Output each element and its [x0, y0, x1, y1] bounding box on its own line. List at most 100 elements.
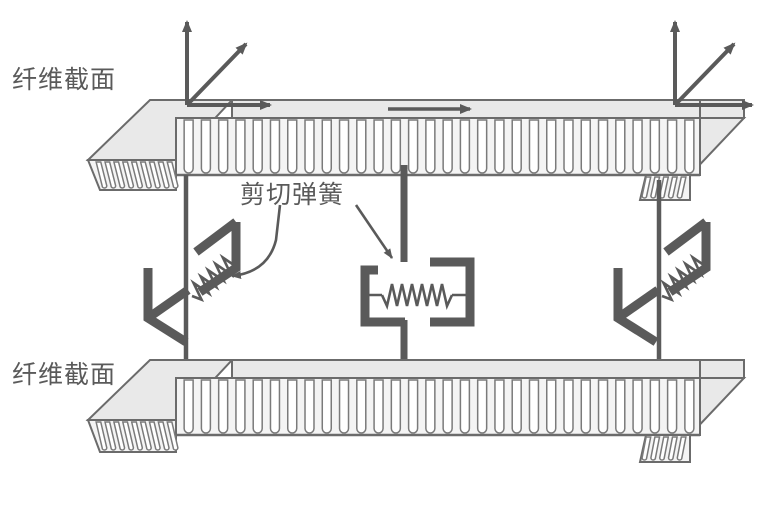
fiber-rib — [235, 119, 246, 174]
top-beam-fiber-ribs — [183, 119, 695, 174]
fiber-rib — [580, 119, 592, 174]
fiber-rib — [356, 379, 367, 434]
label-fiber-section-top: 纤维截面 — [12, 65, 117, 94]
fiber-rib — [104, 421, 117, 451]
bottom-beam-right-wing-ribs — [638, 434, 691, 463]
fiber-rib — [425, 119, 436, 174]
leader-to-left-spring — [231, 204, 282, 279]
fiber-rib — [104, 161, 117, 189]
right-shear-spring — [613, 218, 711, 346]
left-spring-lower-arm — [145, 286, 191, 322]
fiber-rib — [338, 379, 350, 434]
axes-top-right — [670, 20, 754, 110]
fiber-rib — [459, 119, 471, 174]
fiber-rib — [667, 176, 679, 199]
fiber-rib — [545, 119, 557, 174]
fiber-rib — [658, 436, 670, 461]
fiber-rib — [95, 161, 108, 189]
right-spring-upper-arm — [663, 218, 709, 256]
fiber-rib — [148, 161, 161, 189]
leader-lines — [231, 204, 394, 279]
axis-diagonal-icon — [673, 42, 736, 107]
fiber-rib — [442, 119, 453, 174]
fiber-rib — [390, 379, 402, 434]
fiber-rib — [321, 379, 333, 434]
fiber-rib — [597, 119, 609, 174]
fiber-rib — [95, 421, 108, 451]
fiber-rib — [112, 161, 126, 189]
fiber-rib — [252, 379, 263, 434]
fiber-rib — [157, 421, 170, 451]
fiber-rib — [286, 379, 298, 434]
fiber-rib — [139, 161, 152, 189]
fiber-rib — [407, 379, 419, 434]
fiber-rib — [269, 119, 281, 174]
fiber-rib — [459, 379, 471, 434]
fiber-rib — [684, 379, 695, 434]
fiber-rib — [338, 119, 350, 174]
axis-diagonal-icon — [185, 42, 248, 107]
fiber-rib — [494, 379, 505, 434]
bottom-beam-left-wing-ribs — [86, 419, 179, 453]
fiber-rib — [676, 176, 687, 199]
fiber-rib — [130, 161, 144, 189]
fiber-rib — [528, 119, 540, 174]
fiber-rib — [183, 379, 194, 434]
label-fiber-section-bottom: 纤维截面 — [12, 360, 117, 389]
fiber-rib — [217, 379, 229, 434]
fiber-rib — [545, 379, 557, 434]
fiber-rib — [476, 379, 488, 434]
left-shear-spring — [143, 218, 241, 346]
leader-to-center-spring — [354, 204, 394, 259]
fiber-rib — [217, 119, 229, 174]
fiber-rib — [304, 119, 315, 174]
fiber-rib — [684, 119, 695, 174]
fiber-rib — [597, 379, 609, 434]
fiber-rib — [157, 161, 170, 189]
fiber-rib — [121, 421, 135, 451]
fiber-rib — [252, 119, 263, 174]
fiber-rib — [580, 379, 592, 434]
right-spring-lower-arm — [615, 286, 661, 322]
fiber-rib — [615, 379, 626, 434]
fiber-rib — [528, 379, 540, 434]
fiber-rib — [615, 119, 626, 174]
fiber-rib — [676, 436, 687, 461]
fiber-rib — [373, 379, 384, 434]
fiber-rib — [563, 119, 574, 174]
fiber-rib — [563, 379, 574, 434]
fiber-rib — [200, 379, 212, 434]
fiber-rib — [632, 119, 643, 174]
fiber-rib — [494, 119, 505, 174]
fiber-rib — [407, 119, 419, 174]
fiber-rib — [112, 421, 126, 451]
fiber-rib — [442, 379, 453, 434]
fiber-rib — [666, 119, 678, 174]
top-beam-left-wing-ribs — [86, 159, 179, 191]
center-shear-spring — [360, 257, 475, 327]
bottom-beam-right-wing-back — [699, 359, 745, 379]
fiber-rib — [511, 379, 522, 434]
fiber-rib — [641, 176, 652, 199]
fiber-rib — [476, 119, 488, 174]
label-shear-spring: 剪切弹簧 — [240, 180, 345, 209]
bottom-beam-fiber-ribs — [183, 379, 695, 434]
axes-top-left — [182, 20, 272, 110]
fiber-rib — [148, 421, 161, 451]
left-spring-coil — [190, 253, 241, 302]
top-beam-right-wing-back — [699, 99, 745, 119]
fiber-rib — [200, 119, 212, 174]
fiber-rib — [269, 379, 281, 434]
fiber-rib — [390, 119, 402, 174]
fiber-rib — [632, 379, 643, 434]
center-spring-coil — [380, 283, 454, 311]
bottom-fiber-section-beam — [85, 359, 747, 463]
left-spring-upper-arm — [193, 218, 239, 256]
top-beam-right-wing-ribs — [638, 174, 691, 201]
fiber-rib — [649, 379, 661, 434]
fiber-rib — [650, 436, 661, 461]
fiber-rib — [511, 119, 522, 174]
fiber-rib — [425, 379, 436, 434]
